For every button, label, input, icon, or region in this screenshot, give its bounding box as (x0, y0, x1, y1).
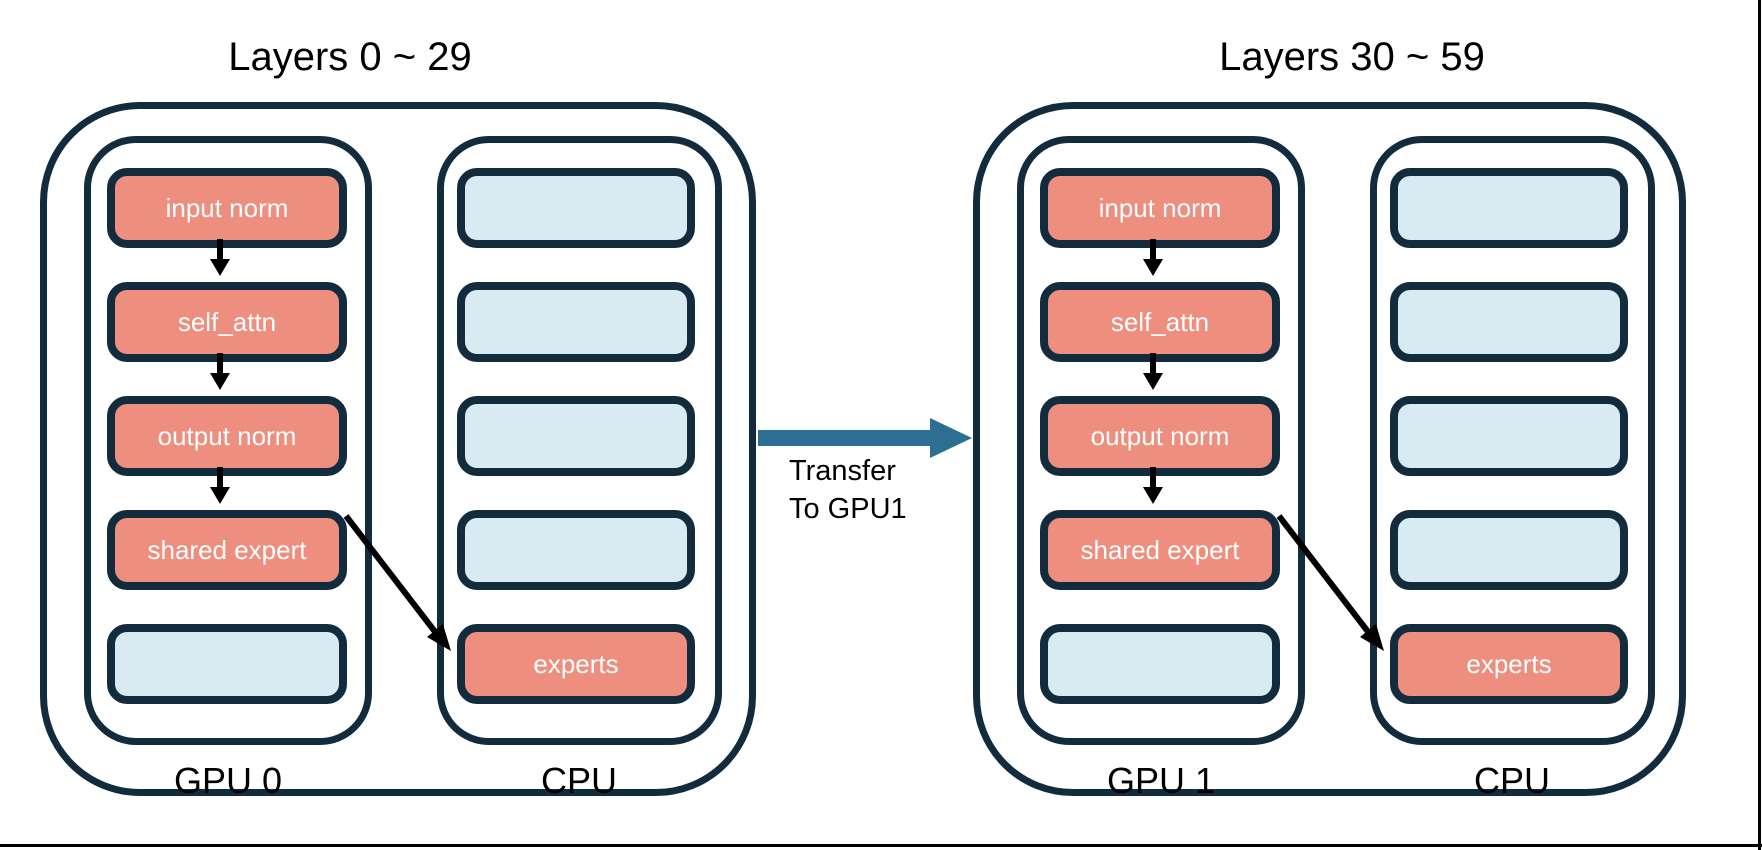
layer-box-label: self_attn (1110, 306, 1210, 337)
transfer-label-line2: To GPU1 (789, 493, 907, 525)
transfer-label-line1: Transfer (789, 455, 896, 487)
layer-box-experts: experts (1390, 624, 1628, 704)
layer-box-empty (1390, 282, 1628, 362)
layer-box-input-norm: input norm (107, 168, 347, 248)
cpu-column-right: experts (1370, 136, 1655, 745)
layer-box-label: input norm (165, 192, 289, 223)
layer-box-empty (1390, 396, 1628, 476)
left-group-title: Layers 0 ~ 29 (228, 35, 472, 79)
cpu-column-left: experts (437, 136, 722, 745)
layer-box-shared-expert: shared expert (1040, 510, 1280, 590)
right-group-title: Layers 30 ~ 59 (1219, 35, 1485, 79)
layer-box-self-attn: self_attn (107, 282, 347, 362)
layer-box-self-attn: self_attn (1040, 282, 1280, 362)
transfer-label: Transfer To GPU1 (789, 452, 907, 528)
layer-box-label: experts (1466, 648, 1552, 679)
layer-box-empty (1390, 168, 1628, 248)
gpu1-column: input norm self_attn output norm shared … (1017, 136, 1305, 745)
layer-box-label: shared expert (1080, 534, 1240, 565)
gpu0-column: input norm self_attn output norm shared … (84, 136, 372, 745)
layer-box-experts: experts (457, 624, 695, 704)
layer-box-label: output norm (1090, 420, 1230, 451)
layer-box-shared-expert: shared expert (107, 510, 347, 590)
layer-box-label: experts (533, 648, 619, 679)
layer-box-empty (1040, 624, 1280, 704)
layer-box-empty (457, 282, 695, 362)
layer-box-label: shared expert (147, 534, 307, 565)
right-node-box: input norm self_attn output norm shared … (973, 102, 1686, 801)
left-node-box: input norm self_attn output norm shared … (40, 102, 756, 801)
frame-border-right (1758, 0, 1761, 850)
gpu0-label: GPU 0 (173, 760, 283, 801)
layer-box-label: self_attn (177, 306, 277, 337)
layer-box-empty (457, 168, 695, 248)
layer-box-empty (457, 396, 695, 476)
frame-border-bottom (0, 844, 1762, 847)
layer-box-output-norm: output norm (1040, 396, 1280, 476)
layer-box-empty (457, 510, 695, 590)
cpu-label-left: CPU (540, 760, 618, 801)
layer-box-label: input norm (1098, 192, 1222, 223)
layer-box-input-norm: input norm (1040, 168, 1280, 248)
layer-box-label: output norm (157, 420, 297, 451)
gpu1-label: GPU 1 (1106, 760, 1216, 801)
layer-box-empty (1390, 510, 1628, 590)
layer-box-output-norm: output norm (107, 396, 347, 476)
layer-box-empty (107, 624, 347, 704)
cpu-label-right: CPU (1473, 760, 1551, 801)
